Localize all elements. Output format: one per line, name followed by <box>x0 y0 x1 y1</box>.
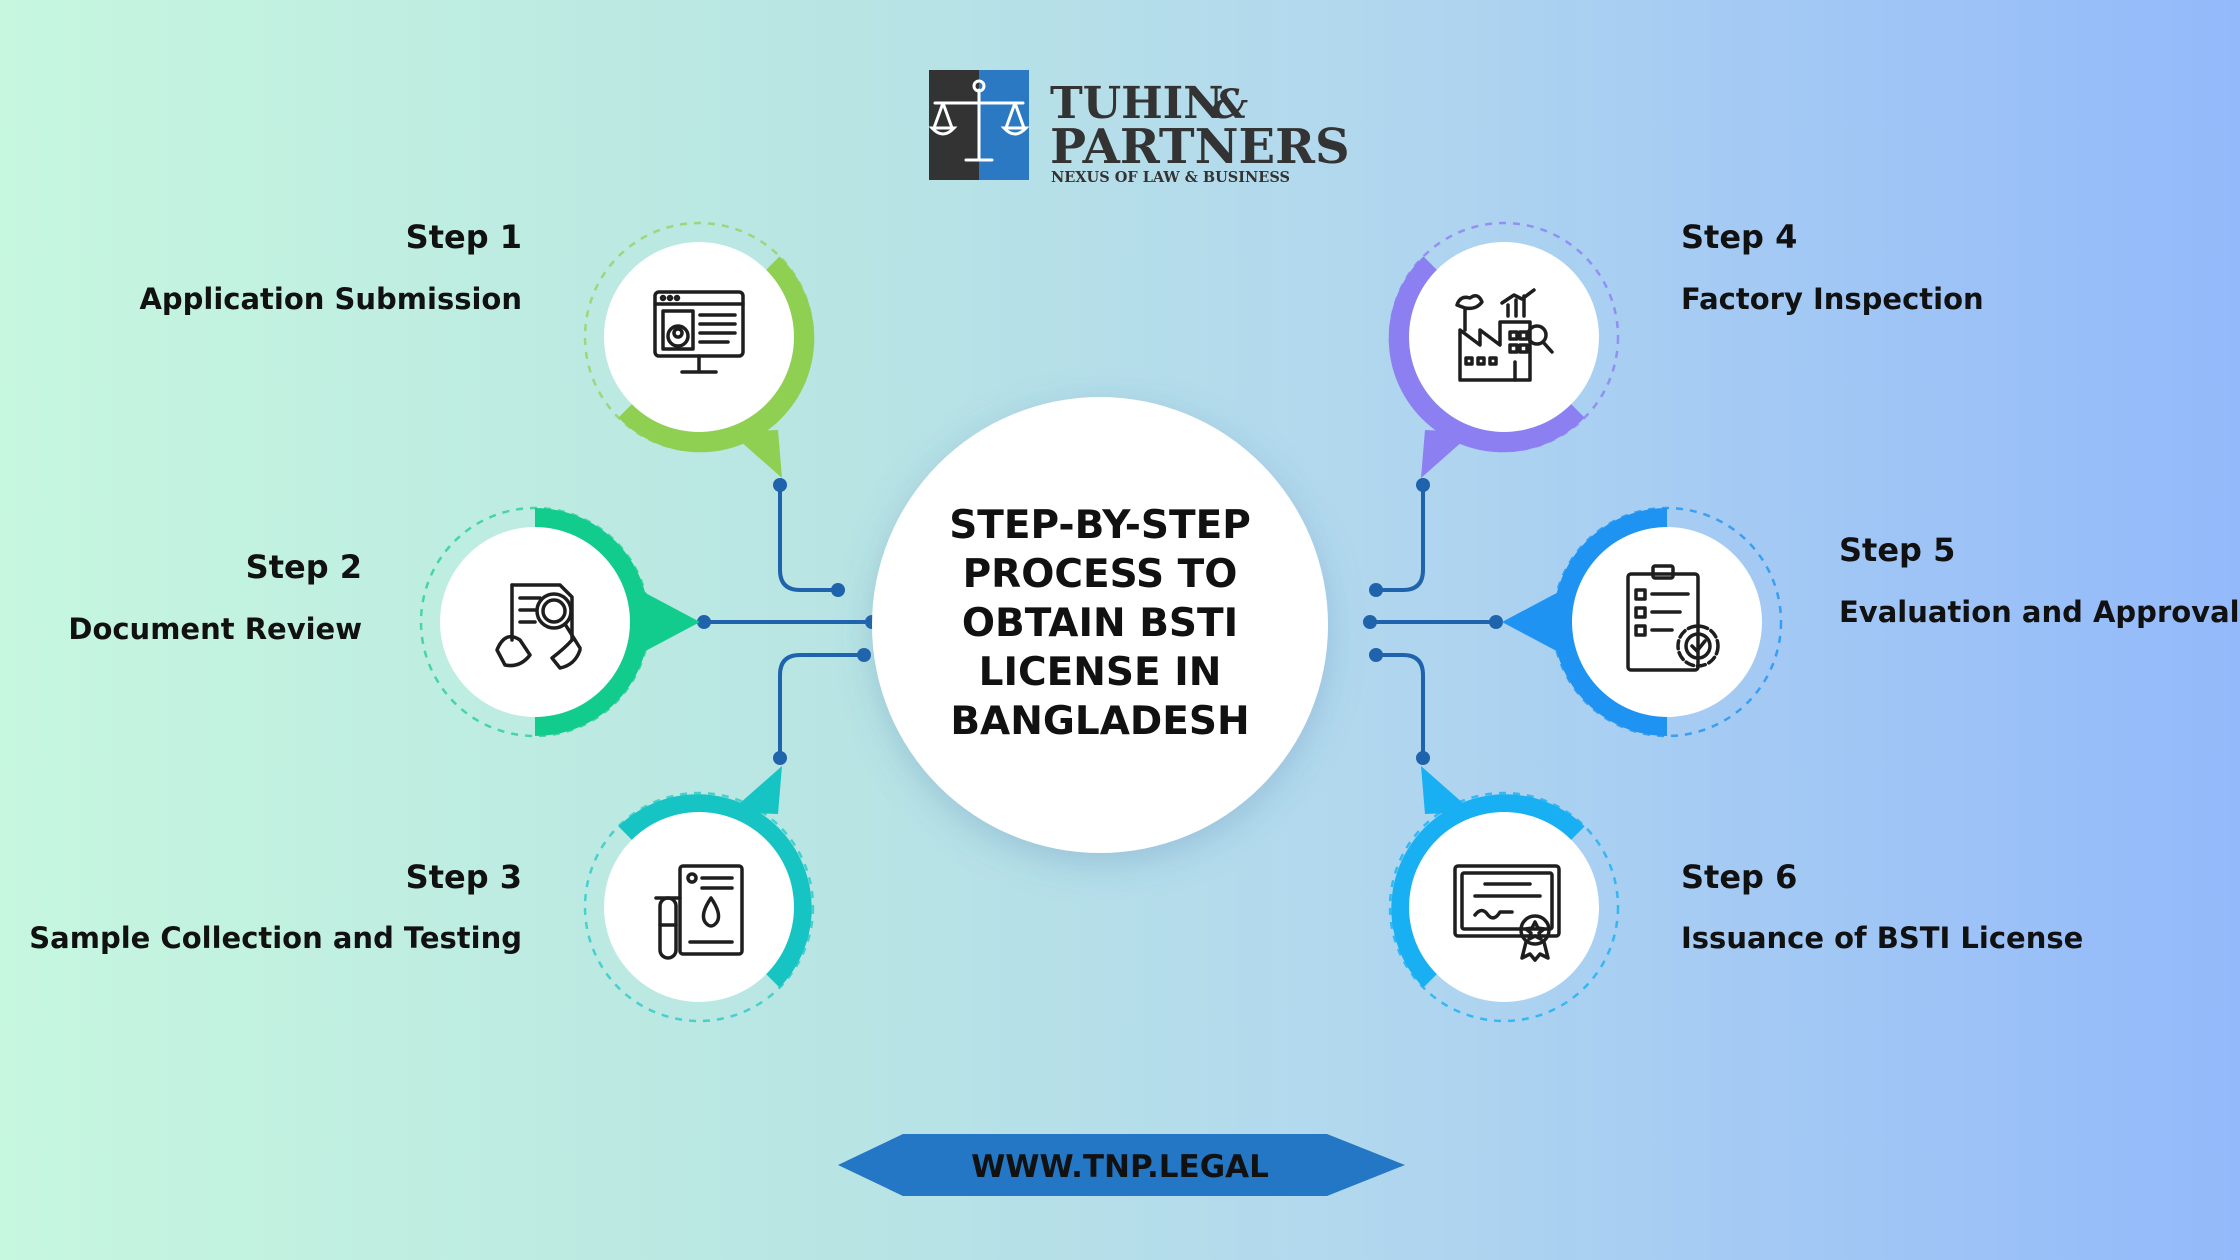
brand-name-line2: PARTNERS <box>1050 119 1350 175</box>
scales-of-justice-icon <box>928 70 1030 180</box>
step-5-number: Step 5 <box>1839 531 1955 569</box>
factory-inspection-icon <box>1455 288 1554 382</box>
step-5-label: Evaluation and Approval <box>1839 595 2240 629</box>
test-tube-document-icon <box>654 864 744 960</box>
connector-dots <box>697 478 1503 765</box>
connector-step6 <box>1376 653 1425 758</box>
step-3-node: Step 3 Sample Collection and Testing <box>29 766 815 1023</box>
title-line-1: STEP-BY-STEP <box>949 503 1251 548</box>
website-banner[interactable]: WWW.TNP.LEGAL <box>838 1134 1405 1196</box>
step-1-number: Step 1 <box>406 218 522 256</box>
step-4-label: Factory Inspection <box>1681 282 1984 316</box>
brand-ampersand: & <box>1212 81 1248 128</box>
step-2-node: Step 2 Document Review <box>68 506 700 738</box>
step-2-label: Document Review <box>68 612 362 646</box>
step-4-node: Step 4 Factory Inspection <box>1388 218 1984 478</box>
step-1-label: Application Submission <box>139 282 522 316</box>
brand-tagline: NEXUS OF LAW & BUSINESS <box>1051 169 1290 186</box>
step-1-node: Step 1 Application Submission <box>139 218 815 478</box>
connector-step3 <box>778 653 864 758</box>
brand-name-line1: TUHIN <box>1050 78 1224 129</box>
connectors <box>704 485 1496 758</box>
title-line-4: LICENSE IN <box>979 650 1222 695</box>
step-2-number: Step 2 <box>246 548 362 586</box>
title-line-3: OBTAIN BSTI <box>962 601 1238 646</box>
step-4-number: Step 4 <box>1681 218 1797 256</box>
connector-step4 <box>1376 485 1425 592</box>
website-url[interactable]: WWW.TNP.LEGAL <box>971 1149 1269 1185</box>
certificate-icon <box>1453 864 1561 962</box>
connector-step1 <box>778 485 838 592</box>
step-6-label: Issuance of BSTI License <box>1681 921 2083 955</box>
step-6-node: Step 6 Issuance of BSTI License <box>1388 766 2083 1023</box>
step-3-label: Sample Collection and Testing <box>29 921 522 955</box>
title-line-2: PROCESS TO <box>963 552 1238 597</box>
title-line-5: BANGLADESH <box>950 699 1249 744</box>
step-5-node: Step 5 Evaluation and Approval <box>1502 506 2240 738</box>
clipboard-gear-icon <box>1626 564 1720 672</box>
step-3-number: Step 3 <box>406 858 522 896</box>
center-title-circle: STEP-BY-STEP PROCESS TO OBTAIN BSTI LICE… <box>872 397 1328 853</box>
computer-profile-icon <box>653 290 745 374</box>
brand-logo: TUHIN & PARTNERS NEXUS OF LAW & BUSINESS <box>928 70 1350 186</box>
step-6-number: Step 6 <box>1681 858 1797 896</box>
document-magnifier-icon <box>495 583 582 670</box>
